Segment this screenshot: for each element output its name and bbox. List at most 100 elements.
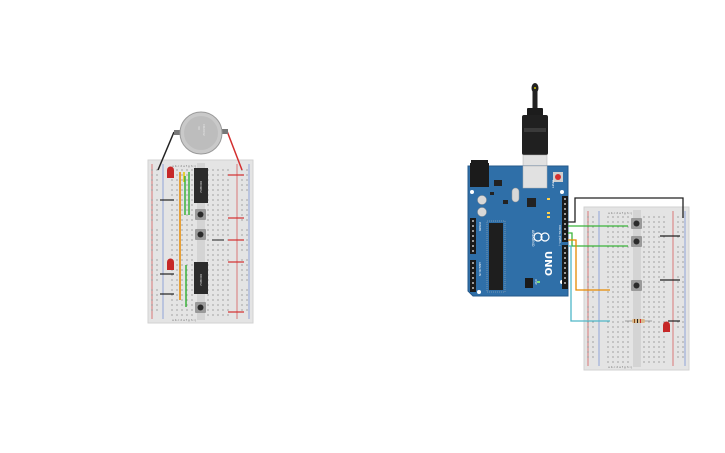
breadboard-hole bbox=[607, 266, 609, 268]
header-pin[interactable] bbox=[472, 250, 474, 252]
header-pin[interactable] bbox=[564, 238, 566, 240]
wire-orange[interactable] bbox=[568, 239, 610, 291]
header-pin[interactable] bbox=[564, 223, 566, 225]
breadboard-rail-hole bbox=[587, 291, 589, 293]
breadboard-hole bbox=[181, 294, 183, 296]
breadboard-hole bbox=[227, 254, 229, 256]
breadboard-hole bbox=[212, 254, 214, 256]
breadboard-hole bbox=[191, 209, 193, 211]
breadboard-hole bbox=[176, 199, 178, 201]
breadboard-hole bbox=[217, 219, 219, 221]
header-pin[interactable] bbox=[472, 230, 474, 232]
wire-teal[interactable] bbox=[568, 245, 610, 322]
breadboard-rail-hole bbox=[156, 309, 158, 311]
breadboard-hole bbox=[663, 236, 665, 238]
header-pin[interactable] bbox=[564, 203, 566, 205]
header-pin[interactable] bbox=[564, 247, 566, 249]
right-pushbutton-3[interactable] bbox=[631, 280, 642, 291]
breadboard-hole bbox=[181, 259, 183, 261]
breadboard-hole bbox=[176, 269, 178, 271]
header-pin[interactable] bbox=[472, 240, 474, 242]
breadboard-hole bbox=[217, 234, 219, 236]
header-pin[interactable] bbox=[472, 245, 474, 247]
header-pin[interactable] bbox=[564, 257, 566, 259]
breadboard-rail-hole bbox=[682, 311, 684, 313]
reset-label: RESET bbox=[551, 180, 555, 188]
breadboard-hole bbox=[191, 304, 193, 306]
breadboard-hole bbox=[607, 316, 609, 318]
header-pin[interactable] bbox=[472, 282, 474, 284]
coin-cell-battery[interactable]: 3V CR2032 bbox=[157, 111, 243, 171]
right-pushbutton-1[interactable] bbox=[631, 218, 642, 229]
header-pin[interactable] bbox=[472, 287, 474, 289]
breadboard-hole bbox=[653, 266, 655, 268]
header-pin[interactable] bbox=[472, 272, 474, 274]
header-pin[interactable] bbox=[564, 277, 566, 279]
header-pin[interactable] bbox=[564, 208, 566, 210]
left-led-2[interactable] bbox=[167, 258, 174, 271]
breadboard-hole bbox=[607, 291, 609, 293]
header-pin[interactable] bbox=[472, 235, 474, 237]
breadboard-hole bbox=[612, 331, 614, 333]
breadboard-rail-hole bbox=[241, 274, 243, 276]
right-pushbutton-2[interactable] bbox=[631, 236, 642, 247]
resistor-body bbox=[632, 319, 645, 323]
breadboard-hole bbox=[663, 276, 665, 278]
wire-black-gnd[interactable] bbox=[568, 197, 684, 223]
header-pin[interactable] bbox=[564, 228, 566, 230]
breadboard-hole bbox=[607, 221, 609, 223]
header-pin[interactable] bbox=[472, 267, 474, 269]
header-pin[interactable] bbox=[564, 267, 566, 269]
breadboard-hole bbox=[176, 259, 178, 261]
breadboard-hole bbox=[617, 351, 619, 353]
breadboard-hole bbox=[612, 311, 614, 313]
header-pin[interactable] bbox=[472, 220, 474, 222]
header-pin[interactable] bbox=[564, 272, 566, 274]
breadboard-hole bbox=[217, 184, 219, 186]
battery-black-lead[interactable] bbox=[157, 131, 175, 171]
battery-red-lead[interactable] bbox=[226, 130, 243, 171]
header-pin[interactable] bbox=[472, 262, 474, 264]
left-chip-2[interactable]: 74HC00 bbox=[194, 262, 208, 294]
left-pushbutton-2[interactable] bbox=[195, 229, 206, 240]
left-led-1[interactable] bbox=[167, 166, 174, 179]
breadboard-hole bbox=[653, 341, 655, 343]
breadboard-hole bbox=[622, 296, 624, 298]
header-pin[interactable] bbox=[564, 282, 566, 284]
right-breadboard[interactable]: a b c d e f g h i j a b c d e f g h i j bbox=[583, 206, 690, 371]
breadboard-hole bbox=[176, 264, 178, 266]
header-pin[interactable] bbox=[472, 277, 474, 279]
resistor-band-1 bbox=[634, 319, 635, 323]
right-led[interactable] bbox=[663, 321, 670, 333]
header-pin[interactable] bbox=[564, 262, 566, 264]
battery-face bbox=[184, 116, 218, 150]
header-pin[interactable] bbox=[564, 213, 566, 215]
breadboard-rail-hole bbox=[241, 199, 243, 201]
breadboard-hole bbox=[627, 276, 629, 278]
reset-button[interactable] bbox=[555, 174, 561, 180]
breadboard-hole bbox=[191, 294, 193, 296]
breadboard-hole bbox=[612, 221, 614, 223]
breadboard-hole bbox=[622, 336, 624, 338]
breadboard-hole bbox=[176, 309, 178, 311]
breadboard-hole bbox=[622, 316, 624, 318]
left-pushbutton-1[interactable] bbox=[195, 209, 206, 220]
header-pin[interactable] bbox=[472, 225, 474, 227]
breadboard-rail-hole bbox=[246, 299, 248, 301]
header-pin[interactable] bbox=[564, 233, 566, 235]
breadboard-rail-hole bbox=[592, 316, 594, 318]
left-chip-1[interactable]: 74HC00 bbox=[194, 168, 208, 203]
arduino-uno[interactable]: UNO ARDUINO RESET DIGITAL (PWM~) ANALOG … bbox=[467, 83, 569, 297]
header-pin[interactable] bbox=[564, 218, 566, 220]
header-pin[interactable] bbox=[564, 252, 566, 254]
header-pin[interactable] bbox=[564, 198, 566, 200]
left-pushbutton-3[interactable] bbox=[195, 302, 206, 313]
breadboard-rail-hole bbox=[677, 341, 679, 343]
arduino-wires bbox=[568, 197, 684, 322]
breadboard-hole bbox=[186, 239, 188, 241]
breadboard-hole bbox=[643, 326, 645, 328]
resistor[interactable] bbox=[625, 319, 652, 323]
breadboard-hole bbox=[186, 289, 188, 291]
breadboard-rail-hole bbox=[246, 274, 248, 276]
